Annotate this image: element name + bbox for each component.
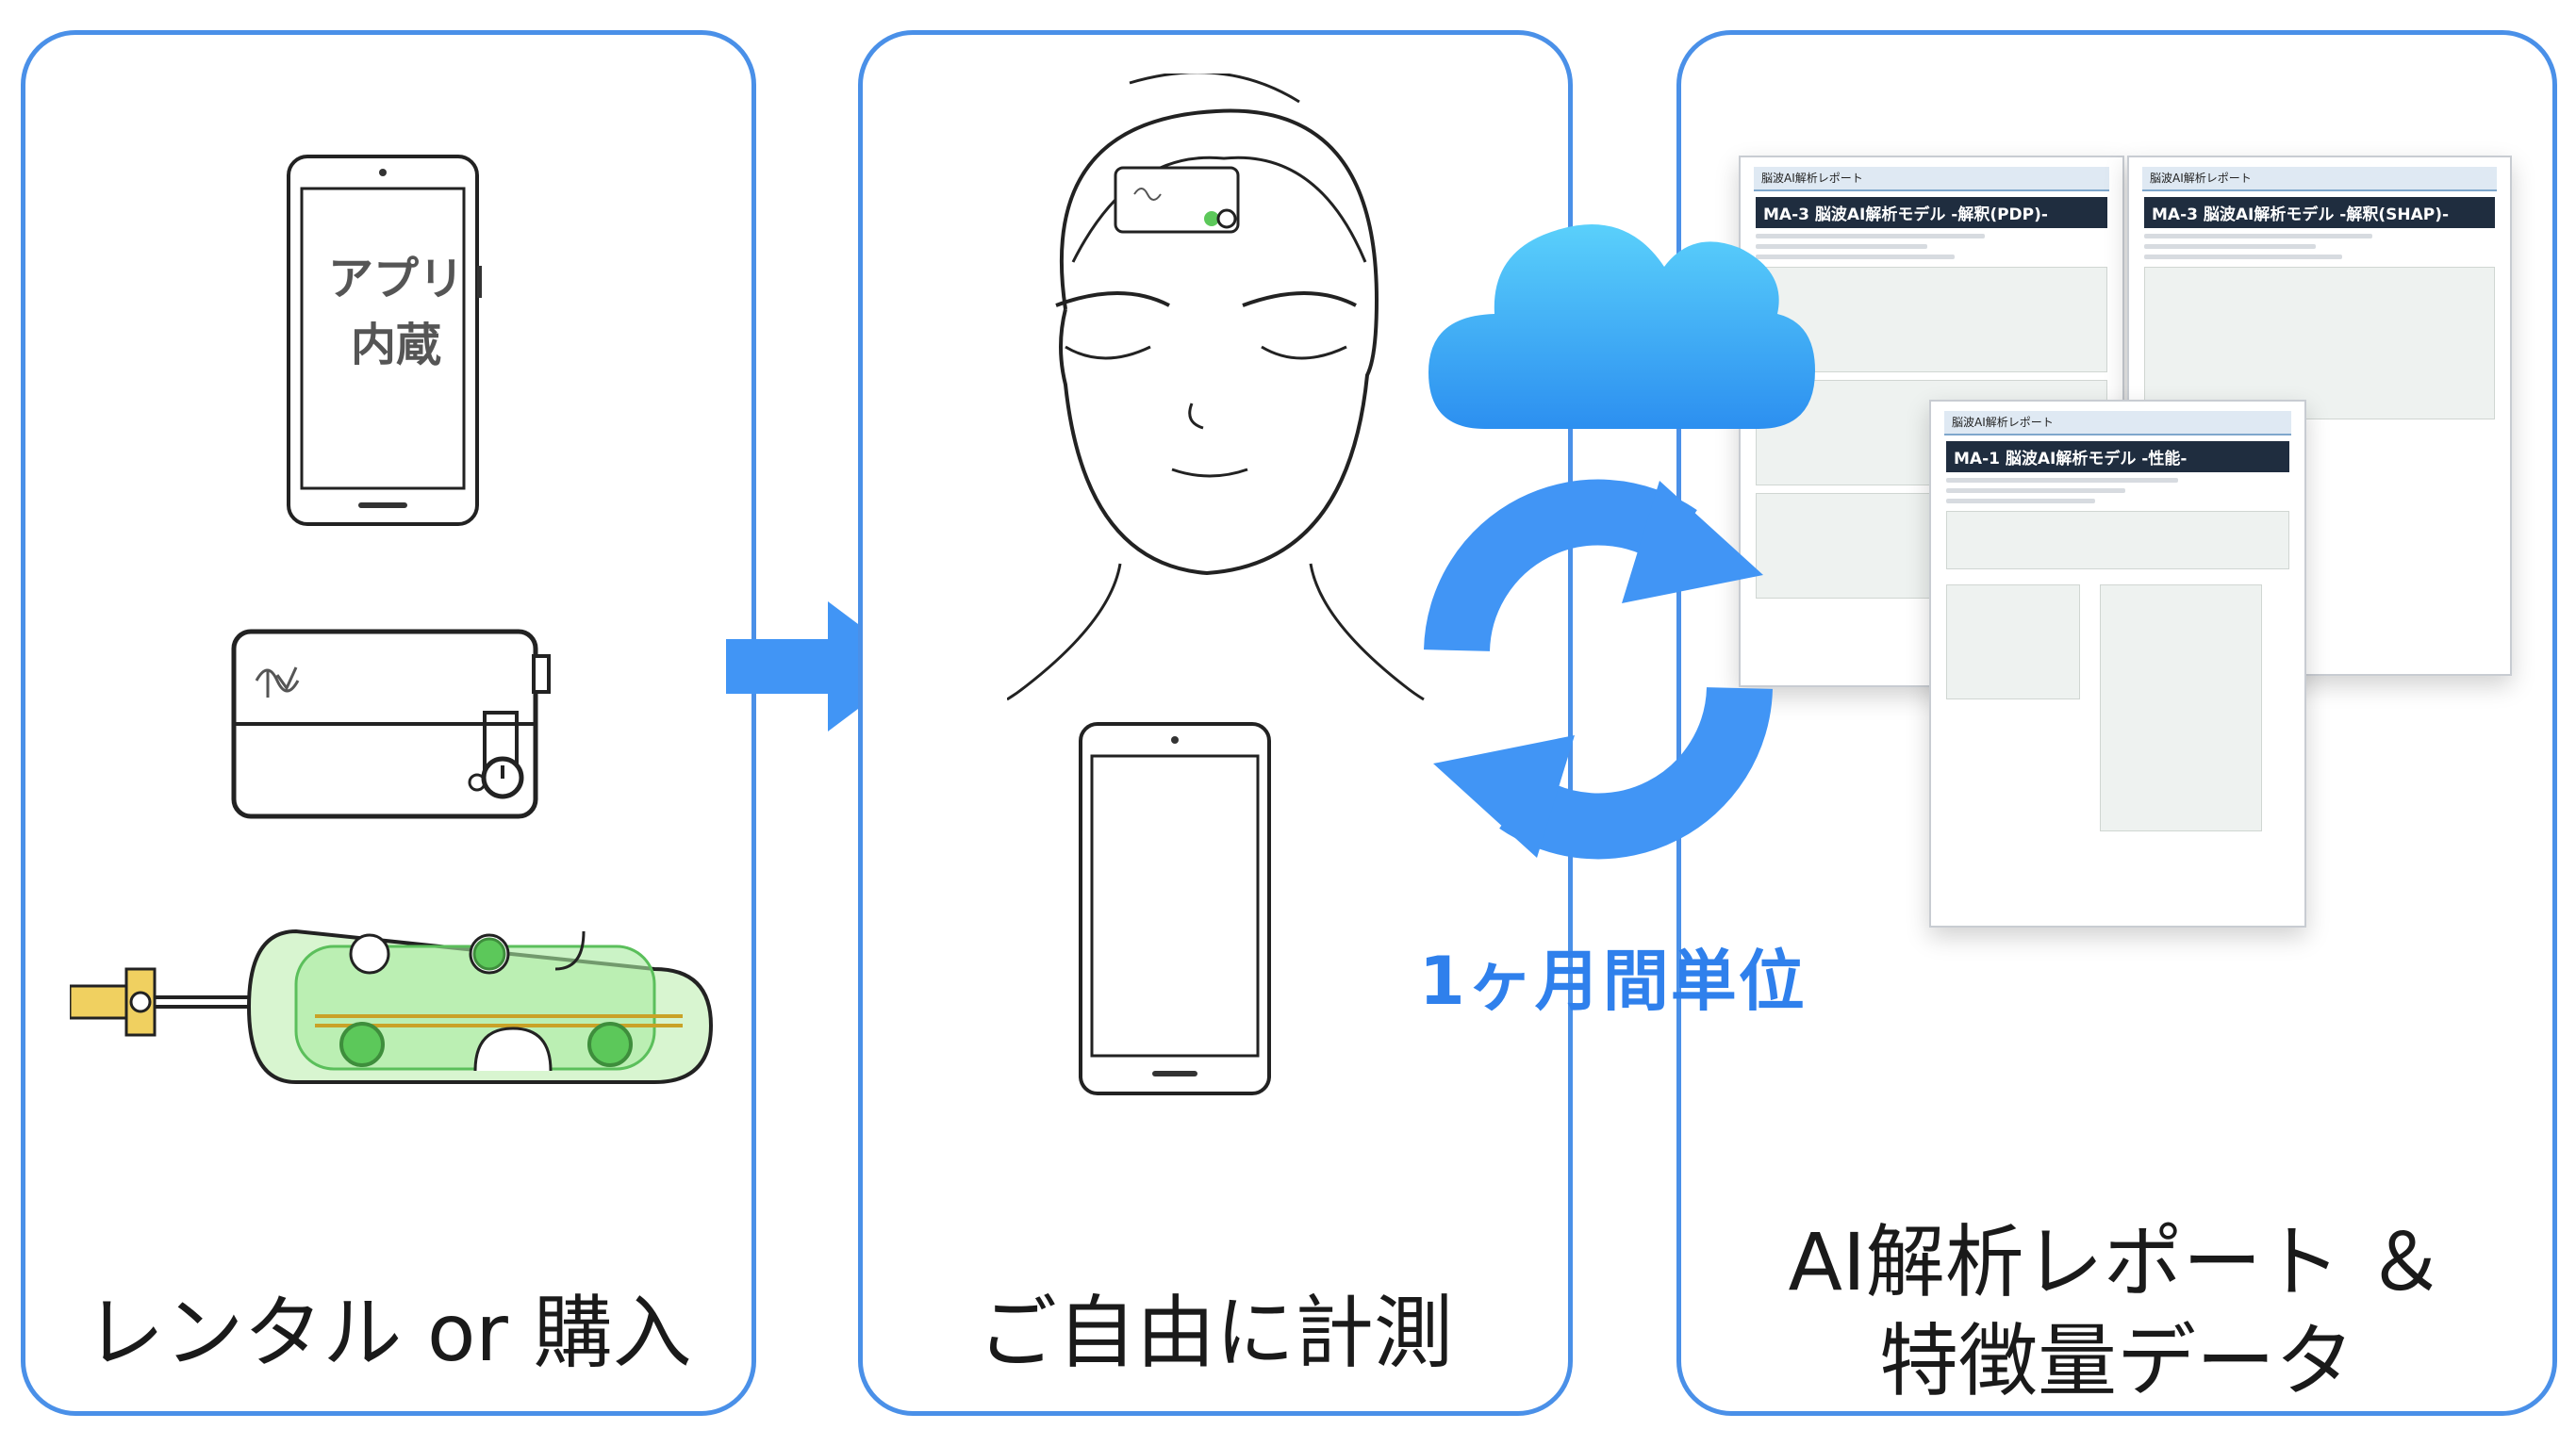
report-sheet-performance: 脳波AI解析レポート MA-1 脳波AI解析モデル -性能- bbox=[1929, 400, 2306, 928]
step-caption-rent-or-buy: レンタル or 購入 bbox=[85, 1287, 692, 1379]
electrode-band-icon bbox=[70, 912, 720, 1092]
smartphone-icon bbox=[285, 153, 483, 530]
cloud-icon bbox=[1428, 193, 1815, 448]
step-caption-ai-report: AI解析レポート ＆ 特徴量データ bbox=[1788, 1216, 2446, 1407]
smartphone-icon bbox=[1077, 720, 1275, 1099]
cycle-period-label: 1ヶ月間単位 bbox=[1419, 943, 1807, 1020]
head-with-device-icon bbox=[1007, 74, 1431, 733]
app-builtin-label: アプリ 内蔵 bbox=[327, 253, 464, 371]
eeg-device-icon bbox=[230, 628, 558, 826]
step-caption-measure: ご自由に計測 bbox=[977, 1287, 1453, 1379]
monthly-cycle-icon bbox=[1377, 471, 1820, 867]
